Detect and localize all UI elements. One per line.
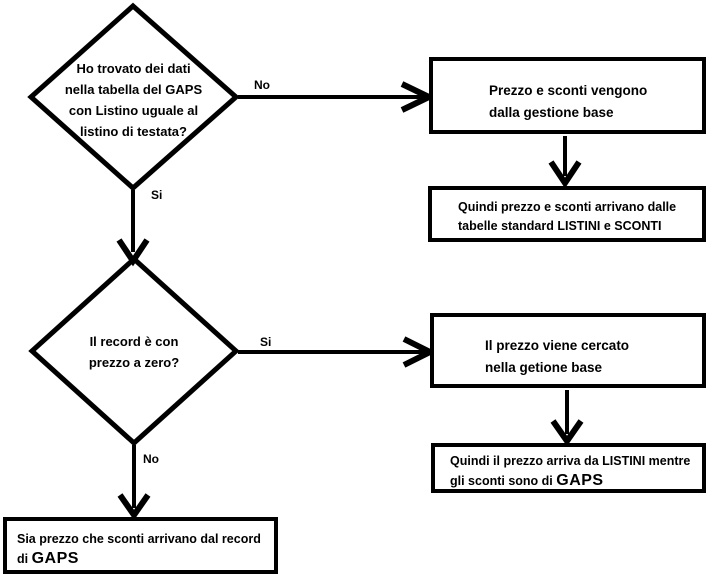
branch-label-no2: No: [143, 452, 159, 466]
process-box-listini-gaps-line2-prefix: gli sconti sono di: [450, 474, 557, 488]
process-box-listini-gaps-emphasis: GAPS: [556, 472, 604, 489]
process-box-prezzo-cercato-line2: nella getione base: [485, 360, 603, 375]
process-box-record-gaps-emphasis: GAPS: [31, 550, 79, 567]
decision-diamond-prezzo-zero: [28, 255, 240, 447]
decision-prezzo-zero-line2: prezzo a zero?: [88, 355, 180, 370]
decision-prezzo-zero-text: Il record è con prezzo a zero?: [34, 331, 234, 373]
decision-gaps-line4: listino di testata?: [80, 124, 187, 139]
decision-diamond-gaps: [27, 2, 240, 192]
process-box-record-gaps-line2-prefix: di: [17, 552, 32, 566]
process-box-listini-gaps-line2: gli sconti sono di GAPS: [450, 471, 702, 491]
process-box-listini-sconti: Quindi prezzo e sconti arrivano dalle ta…: [428, 186, 706, 242]
branch-label-no1: No: [254, 78, 270, 92]
process-box-gestione-base: Prezzo e sconti vengono dalla gestione b…: [429, 57, 706, 134]
connector-no2-arrowhead: [117, 493, 151, 521]
process-box-listini-sconti-line2: tabelle standard LISTINI e SCONTI: [458, 219, 662, 233]
branch-label-si2: Si: [260, 335, 272, 349]
decision-gaps-line1: Ho trovato dei dati: [76, 61, 191, 76]
process-box-record-gaps: Sia prezzo che sconti arrivano dal recor…: [3, 517, 278, 574]
decision-gaps-line3: con Listino uguale al: [68, 103, 199, 118]
process-box-prezzo-cercato: Il prezzo viene cercato nella getione ba…: [430, 313, 706, 388]
process-box-listini-gaps: Quindi il prezzo arriva da LISTINI mentr…: [431, 443, 706, 493]
connector-box3-box4-arrowhead: [550, 419, 584, 447]
decision-gaps-text: Ho trovato dei dati nella tabella del GA…: [33, 58, 234, 142]
process-box-prezzo-cercato-line1: Il prezzo viene cercato: [485, 338, 630, 353]
process-box-record-gaps-line1: Sia prezzo che sconti arrivano dal recor…: [17, 532, 261, 546]
connector-si1-arrowhead: [116, 238, 150, 267]
decision-gaps-line2: nella tabella del GAPS: [64, 82, 203, 97]
process-box-listini-gaps-line1: Quindi il prezzo arriva da LISTINI mentr…: [450, 454, 691, 468]
branch-label-si1: Si: [151, 188, 163, 202]
decision-prezzo-zero-line1: Il record è con: [89, 334, 179, 349]
process-box-listini-sconti-line1: Quindi prezzo e sconti arrivano dalle: [458, 200, 677, 214]
connector-box1-box2-arrowhead: [548, 160, 582, 189]
process-box-record-gaps-line2: di GAPS: [17, 549, 274, 569]
process-box-gestione-base-line2: dalla gestione base: [489, 105, 614, 120]
process-box-gestione-base-line1: Prezzo e sconti vengono: [489, 83, 648, 98]
